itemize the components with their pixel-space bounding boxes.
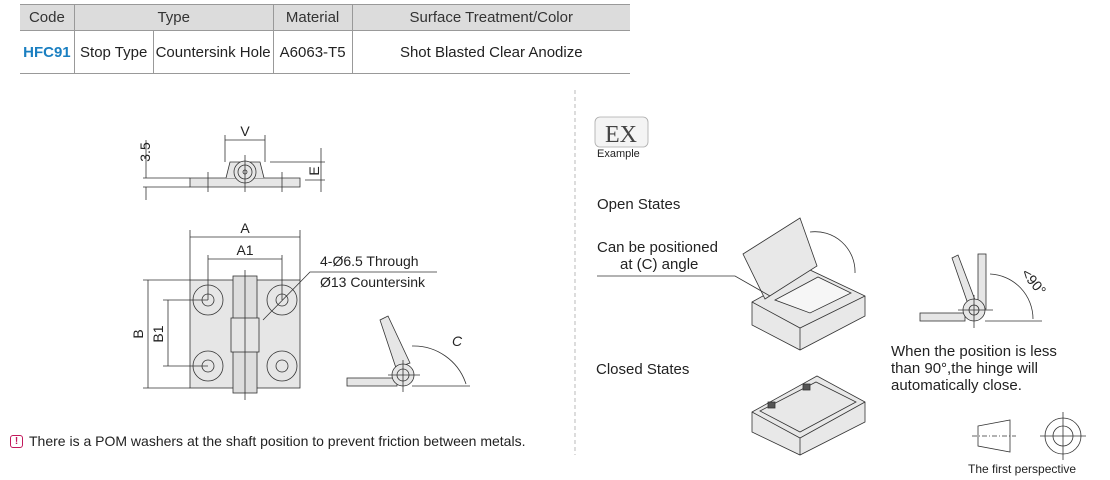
dim-b1: B1 xyxy=(150,325,166,342)
dim-a: A xyxy=(240,220,250,236)
notice-text: There is a POM washers at the shaft posi… xyxy=(29,433,526,449)
example-icon-text: EX xyxy=(605,122,637,148)
exclamation-icon: ! xyxy=(10,434,23,448)
dim-b: B xyxy=(130,329,146,338)
cell-surface: Shot Blasted Clear Anodize xyxy=(351,30,630,74)
open-states-label: Open States xyxy=(597,196,681,213)
cell-type-stop: Stop Type xyxy=(73,30,154,74)
open-box-illustration xyxy=(597,217,866,351)
header-type: Type xyxy=(73,4,274,31)
dim-e: E xyxy=(306,166,322,175)
auto-close-line3: automatically close. xyxy=(891,377,1022,394)
table-header-row: Code Type Material Surface Treatment/Col… xyxy=(20,4,630,31)
hinge-front-view xyxy=(143,230,437,400)
dim-a1: A1 xyxy=(236,242,253,258)
first-angle-projection-icon xyxy=(972,412,1086,460)
notice: ! There is a POM washers at the shaft po… xyxy=(10,433,525,449)
cell-type-hole: Countersink Hole xyxy=(152,30,274,74)
callout-through: 4-Ø6.5 Through xyxy=(320,253,419,269)
projection-label: The first perspective xyxy=(968,462,1077,476)
positioned-line2: at (C) angle xyxy=(620,256,699,273)
closed-states-label: Closed States xyxy=(596,361,690,378)
closed-box-illustration xyxy=(751,375,866,456)
header-code: Code xyxy=(20,4,75,31)
dim-3-5: 3.5 xyxy=(137,142,153,162)
cell-code: HFC91 xyxy=(20,30,75,74)
angle-label: <90° xyxy=(1018,265,1049,298)
auto-close-line2: than 90°,the hinge will xyxy=(891,360,1038,377)
header-surface: Surface Treatment/Color xyxy=(351,4,630,31)
callout-countersink: Ø13 Countersink xyxy=(320,274,426,290)
table-row: HFC91 Stop Type Countersink Hole A6063-T… xyxy=(20,30,630,74)
hinge-auto-close-illustration xyxy=(919,253,1042,328)
hinge-side-view xyxy=(346,315,470,392)
positioned-line1: Can be positioned xyxy=(597,239,718,256)
example-icon: EX xyxy=(594,116,649,148)
hinge-top-view xyxy=(143,135,325,200)
header-material: Material xyxy=(272,4,353,31)
dim-v: V xyxy=(240,123,250,139)
dim-c: C xyxy=(452,333,463,349)
example-label: Example xyxy=(597,148,640,160)
spec-table: Code Type Material Surface Treatment/Col… xyxy=(20,4,630,74)
cell-material: A6063-T5 xyxy=(272,30,353,74)
auto-close-line1: When the position is less xyxy=(891,343,1057,360)
